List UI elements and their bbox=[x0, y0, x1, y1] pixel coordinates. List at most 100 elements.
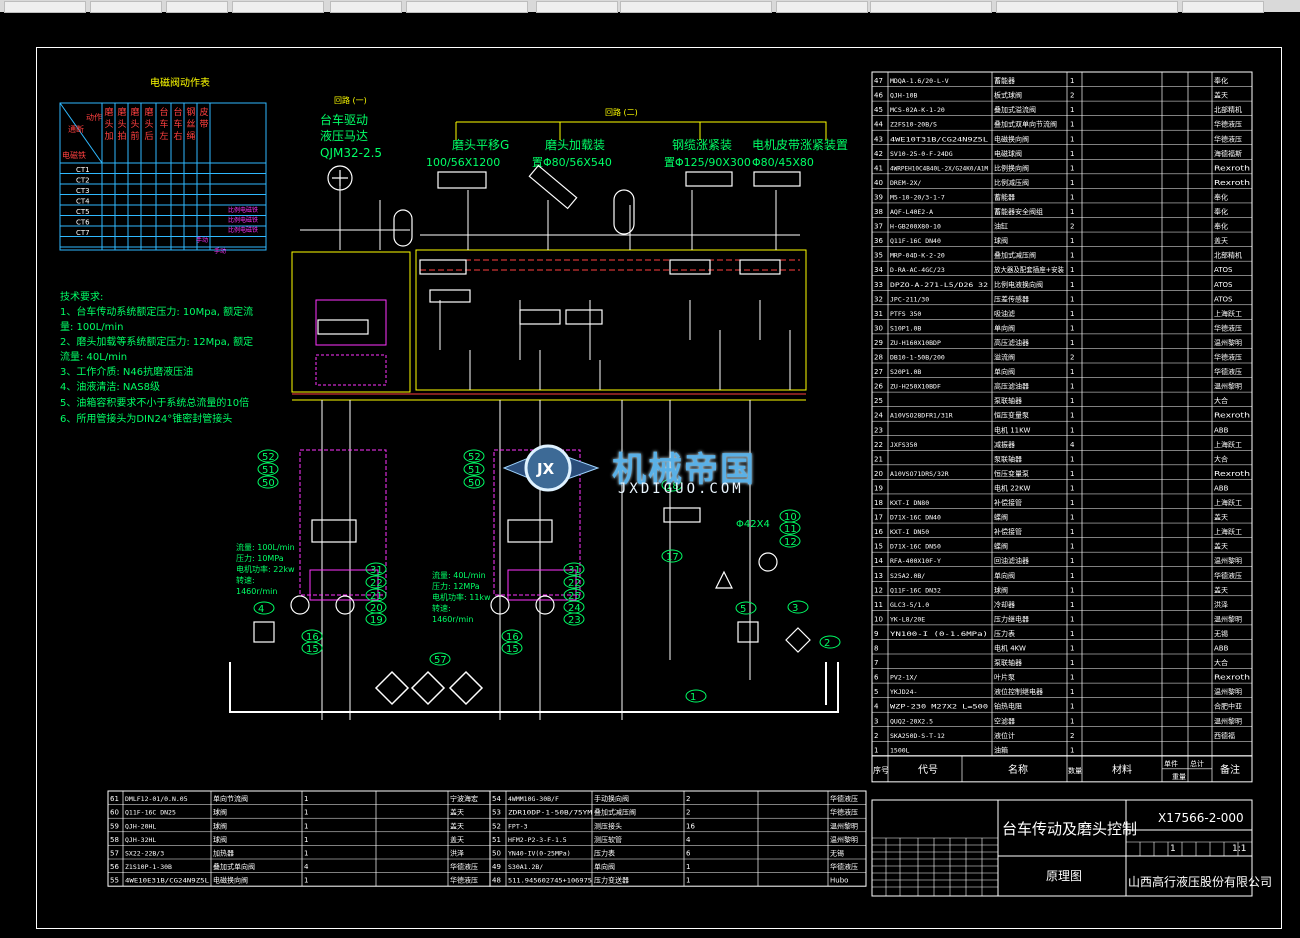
part-name: 比例换向阀 bbox=[994, 163, 1029, 172]
part-seq: 18 bbox=[874, 499, 883, 507]
tab[interactable] bbox=[870, 1, 992, 13]
part-qty: 1 bbox=[1070, 630, 1074, 638]
c3-title: 钢缆涨紧装 bbox=[672, 137, 732, 152]
part-qty: 4 bbox=[1070, 441, 1075, 449]
part-name: 液位计 bbox=[994, 731, 1015, 740]
part-code: Q11F-16C DN32 bbox=[890, 586, 941, 594]
part-maker: 海德福斯 bbox=[1214, 149, 1242, 158]
part-maker: 盖天 bbox=[450, 821, 464, 830]
part-name: 压力继电器 bbox=[994, 614, 1029, 623]
part-seq: 13 bbox=[874, 572, 883, 580]
tab[interactable] bbox=[406, 1, 528, 13]
part-seq: 41 bbox=[874, 164, 883, 172]
balloon-marker bbox=[463, 462, 485, 476]
valve-icon bbox=[429, 289, 471, 303]
part-seq: 48 bbox=[492, 877, 501, 885]
part-name: 补偿接管 bbox=[994, 498, 1022, 507]
part-qty: 1 bbox=[304, 795, 308, 803]
part-name: 球阀 bbox=[213, 821, 227, 830]
title-block: X17566-2-000 台车传动及磨头控制 原理图 山西高行液压股份有限公司 … bbox=[871, 799, 1272, 897]
part-qty: 4 bbox=[304, 863, 309, 871]
tab[interactable] bbox=[776, 1, 868, 13]
part-code: SX22-22B/3 bbox=[125, 850, 164, 858]
part-name: 单向阀 bbox=[994, 367, 1015, 376]
c3-sub: 置Φ125/90X300 bbox=[664, 156, 751, 169]
part-maker: 盖天 bbox=[1214, 91, 1228, 100]
tab[interactable] bbox=[996, 1, 1178, 13]
part-qty: 2 bbox=[1070, 354, 1074, 362]
part-qty: 4 bbox=[686, 836, 691, 844]
part-maker: 奉化 bbox=[1214, 192, 1228, 201]
part-qty: 1 bbox=[304, 850, 308, 858]
part-seq: 27 bbox=[874, 368, 883, 376]
em-column-header: 台 bbox=[160, 106, 169, 118]
balloon-number: 22 bbox=[370, 578, 383, 589]
part-code: H-GB200X80-10 bbox=[890, 223, 941, 231]
balloon-marker bbox=[365, 612, 387, 626]
part-name: 比例电液换向阀 bbox=[994, 280, 1043, 289]
part-qty: 1 bbox=[1070, 572, 1074, 580]
part-name: 减振器 bbox=[994, 440, 1015, 449]
tab[interactable] bbox=[620, 1, 772, 13]
part-code: KXT-I DN80 bbox=[890, 499, 929, 507]
part-maker: Rexroth bbox=[1214, 179, 1250, 187]
part-qty: 1 bbox=[1070, 121, 1074, 129]
part-name: 单向阀 bbox=[994, 571, 1015, 580]
balloon-number: 18 bbox=[666, 481, 679, 492]
part-qty: 1 bbox=[1070, 426, 1074, 434]
pipe-size-label: Φ42X4 bbox=[736, 519, 770, 530]
tech-requirements: 技术要求: 1、台车传动系统额定压力: 10Mpa, 额定流 量: 100L/m… bbox=[60, 290, 253, 425]
pump-icon bbox=[335, 595, 355, 615]
tab[interactable] bbox=[330, 1, 402, 13]
pump1-line: 电机功率: 22kw bbox=[236, 564, 295, 574]
part-maker: ATOS bbox=[1214, 266, 1233, 274]
check-valve-icon bbox=[715, 570, 733, 589]
part-code: 4WRPEH10C4B40L-2X/G24K0/A1M bbox=[890, 164, 988, 172]
part-maker: 宁波海宏 bbox=[450, 794, 478, 803]
tab[interactable] bbox=[90, 1, 162, 13]
part-qty: 2 bbox=[1070, 223, 1074, 231]
tech-line: 3、工作介质: N46抗磨液压油 bbox=[60, 365, 193, 378]
part-code: A10VSO71DRS/32R bbox=[890, 470, 949, 478]
part-name: 手动换向阀 bbox=[594, 794, 629, 803]
part-code: HFM2-P2-3-F-1.5 bbox=[508, 836, 567, 844]
part-code: 4WE10T31B/CG24N9Z5L bbox=[890, 135, 988, 143]
parts-header-cell: 重量 bbox=[1172, 773, 1186, 781]
balloon-number: 24 bbox=[568, 603, 581, 614]
em-column-header: 拍 bbox=[118, 130, 127, 142]
drawing-number: X17566-2-000 bbox=[1158, 811, 1244, 825]
part-name: 高压滤油器 bbox=[994, 338, 1029, 347]
tab[interactable] bbox=[1182, 1, 1264, 13]
watermark-logo: JX bbox=[502, 444, 600, 492]
em-footer: 手动 bbox=[214, 247, 226, 255]
part-code: ZU-H250X10BDF bbox=[890, 383, 941, 391]
em-table-title: 电磁阀动作表 bbox=[150, 76, 210, 89]
loop2-label: 回路 (二) bbox=[605, 107, 638, 117]
part-seq: 51 bbox=[492, 836, 501, 844]
tab[interactable] bbox=[536, 1, 618, 13]
em-column-header: 左 bbox=[160, 130, 169, 142]
part-maker: 华德液压 bbox=[830, 862, 858, 871]
pump2-line: 1460r/min bbox=[432, 615, 473, 624]
balloon-number: 16 bbox=[506, 632, 519, 643]
balloon-marker bbox=[501, 641, 523, 655]
balloon-marker bbox=[257, 462, 279, 476]
part-maker: 华德液压 bbox=[830, 808, 858, 817]
part-seq: 31 bbox=[874, 310, 883, 318]
part-name: 油箱 bbox=[994, 745, 1008, 754]
tab[interactable] bbox=[166, 1, 228, 13]
part-qty: 1 bbox=[686, 877, 690, 885]
tab[interactable] bbox=[232, 1, 324, 13]
balloon-number: 11 bbox=[784, 524, 797, 535]
em-column-header: 皮 bbox=[200, 106, 209, 118]
part-qty: 1 bbox=[1070, 455, 1074, 463]
part-code: Q11F-16C DN25 bbox=[125, 809, 176, 817]
part-code: QJH-20HL bbox=[125, 822, 156, 830]
part-name: 叠加式单向阀 bbox=[213, 862, 255, 871]
part-maker: 大合 bbox=[1214, 454, 1228, 463]
part-seq: 56 bbox=[110, 863, 119, 871]
tab[interactable] bbox=[4, 1, 86, 13]
em-column-header: 头 bbox=[131, 119, 140, 130]
